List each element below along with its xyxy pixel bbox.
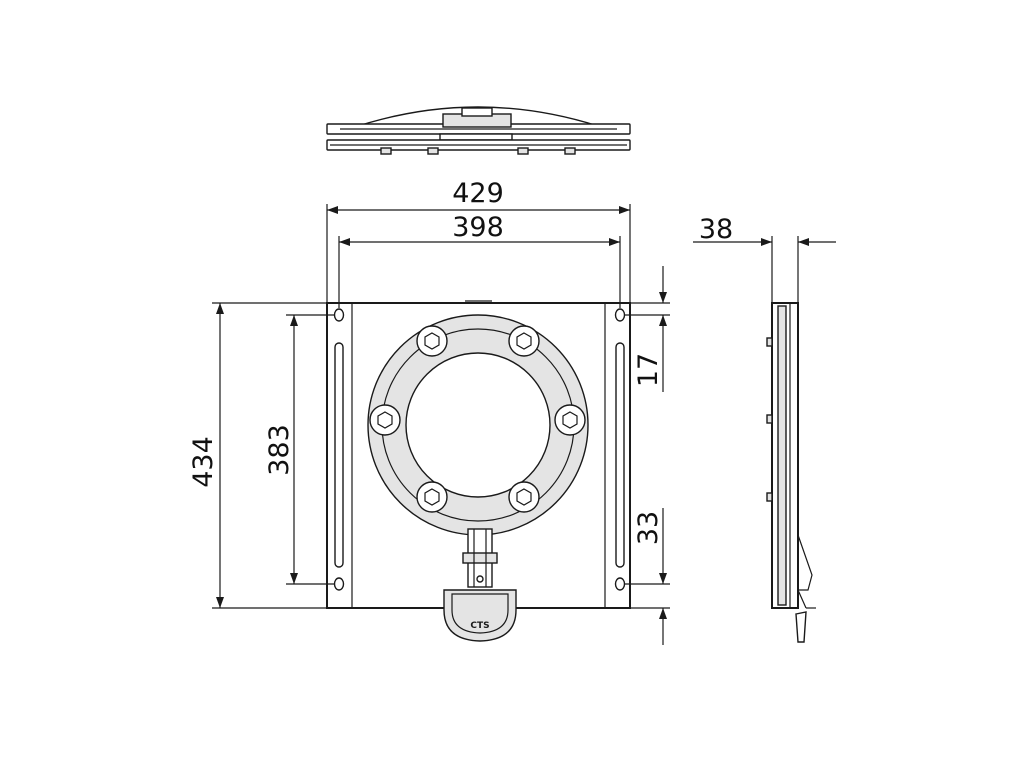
ring-bolt xyxy=(369,404,401,436)
dimension-labels: 429 398 38 434 383 17 33 xyxy=(188,178,733,545)
dim-top-offset: 17 xyxy=(633,353,664,387)
ring-bolt xyxy=(508,481,540,513)
ring-bolt xyxy=(554,404,586,436)
dim-bottom-offset: 33 xyxy=(633,511,664,545)
front-view: CTS xyxy=(326,300,631,642)
mounting-hole xyxy=(614,308,626,322)
center-opening xyxy=(405,352,551,498)
mounting-hole xyxy=(333,577,345,591)
ring-bolt xyxy=(508,325,540,357)
side-view xyxy=(766,302,816,643)
dim-inner-width: 398 xyxy=(452,212,504,243)
dim-outer-height: 434 xyxy=(188,436,219,488)
adjustment-slot xyxy=(615,342,625,568)
dim-inner-height: 383 xyxy=(264,424,295,476)
mounting-hole xyxy=(333,308,345,322)
mounting-hole xyxy=(614,577,626,591)
adjustment-slot xyxy=(334,342,344,568)
ring-bolt xyxy=(416,481,448,513)
dim-outer-width: 429 xyxy=(452,178,504,209)
top-view xyxy=(326,106,631,155)
brand-logo-text: CTS xyxy=(470,621,489,631)
ring-bolt xyxy=(416,325,448,357)
dimension-lines xyxy=(212,204,836,645)
dim-depth: 38 xyxy=(699,214,733,245)
